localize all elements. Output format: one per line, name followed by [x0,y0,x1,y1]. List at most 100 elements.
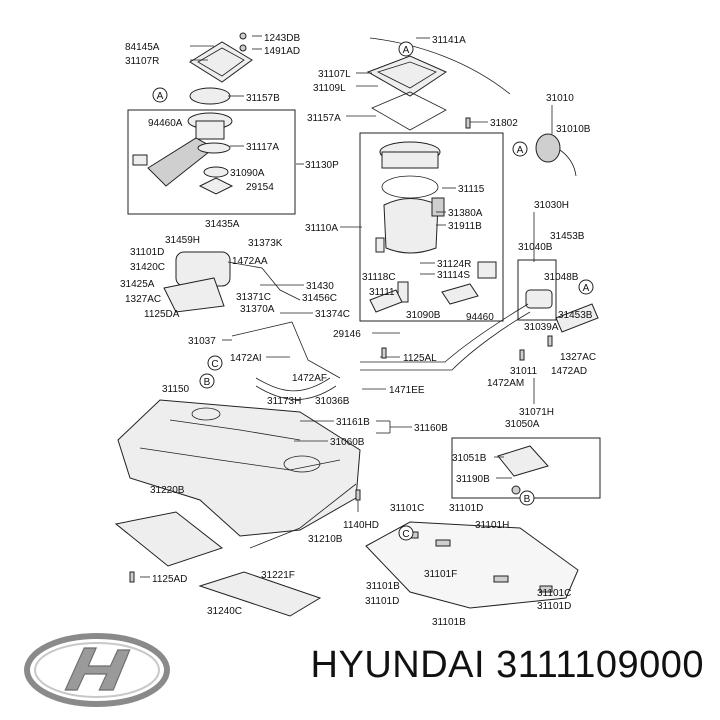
callout-marker: B [199,373,215,389]
part-label: 31101C [390,503,424,514]
tank-outline-right [365,521,579,609]
part-label: 31030H [534,200,569,211]
part-label: 31157A [307,113,341,124]
filler-assy-31051b [497,445,549,495]
part-label: 31425A [120,279,155,290]
part-label: 31040B [518,242,553,253]
part-label: 31090B [406,310,441,321]
part-label: 31101B [432,617,466,628]
filler-neck-31030h [360,289,599,371]
part-label: 31114S [437,270,470,281]
part-label: 31010B [556,124,591,135]
hyundai-logo-icon [24,633,170,707]
part-label: 31109L [313,83,346,94]
part-label: 31150 [162,384,190,395]
part-label: 31420C [130,262,165,273]
part-label: 31453B [558,310,593,321]
fastener-markers [129,117,553,583]
callout-letter: C [402,529,409,540]
part-label: 31011 [510,366,538,377]
callout-marker: A [152,87,168,103]
part-label: 31456C [302,293,337,304]
fuel-cap-31010 [535,133,577,177]
heat-shield-31240c [198,571,322,617]
callout-letter: A [517,145,524,156]
part-label: 1243DB [264,33,300,44]
callout-circle [578,279,594,295]
access-plate-31107l [366,55,448,131]
part-label: 94460 [466,312,494,323]
part-label: 31380A [448,208,483,219]
callout-circle [512,141,528,157]
part-label: 31210B [308,534,343,545]
access-plate-31107r [189,32,253,83]
part-label: 31373K [248,238,283,249]
part-label: 1472AF [292,373,327,384]
part-label: 1125AL [403,353,437,364]
part-label: 31060B [330,437,365,448]
part-label: 31039A [524,322,559,333]
part-label: 31037 [188,336,216,347]
part-label: 31435A [205,219,240,230]
part-label: 84145A [125,42,160,53]
part-label: 1472AI [230,353,262,364]
callout-letter: A [583,283,590,294]
part-label: 1140HD [343,520,379,531]
gasket-31157b [189,87,231,105]
part-label: 31371C [236,292,271,303]
callout-circle [152,87,168,103]
part-label: 31802 [490,118,518,129]
callout-letter: A [157,91,164,102]
part-label: 31124R [437,259,471,270]
part-label: 31090A [230,168,265,179]
callout-marker: C [207,355,223,371]
part-label: 31370A [240,304,275,315]
callout-marker: C [398,525,414,541]
part-label: 94460A [148,118,183,129]
callout-letter: B [204,377,211,388]
part-label: 31130P [305,160,339,171]
part-label: 31101F [424,569,457,580]
part-label: 31453B [550,231,585,242]
part-label: 31161B [336,417,370,428]
part-label: 31430 [306,281,334,292]
part-label: 1125AD [152,574,187,585]
part-label: 1472AD [551,366,587,377]
pump-assembly-31130p [132,112,234,195]
part-label: 29154 [246,182,274,193]
callout-marker: A [578,279,594,295]
callout-circle [199,373,215,389]
callout-circle [398,41,414,57]
part-label: 31107L [318,69,351,80]
neck-detail-frame [517,259,557,321]
heat-shield-31220b [114,511,224,567]
part-label: 31036B [315,396,350,407]
part-label: 31459H [165,235,200,246]
part-label: 31101C [537,588,571,599]
part-label: 31110A [305,223,338,234]
part-label: 31010 [546,93,574,104]
callout-letter: C [211,359,218,370]
part-label: 31101H [475,520,509,531]
callout-circle [207,355,223,371]
part-label: 31911B [448,221,482,232]
strap-31210b [249,483,357,549]
hose-31036b [255,377,331,392]
leader-lines [140,35,553,578]
part-label: 29146 [333,329,361,340]
canister-31420c [163,251,301,313]
callout-marker: B [519,490,535,506]
part-label: 1471EE [389,385,425,396]
callout-letter: A [403,45,410,56]
callout-circle [398,525,414,541]
part-label: 31374C [315,309,350,320]
callout-letter: B [524,494,531,505]
callout-marker: A [512,141,528,157]
part-label: 31117A [246,142,279,153]
part-label: 31115 [458,184,485,195]
vent-hose-31141a [369,37,511,95]
part-label: 31071H [519,407,554,418]
part-label: 31240C [207,606,242,617]
